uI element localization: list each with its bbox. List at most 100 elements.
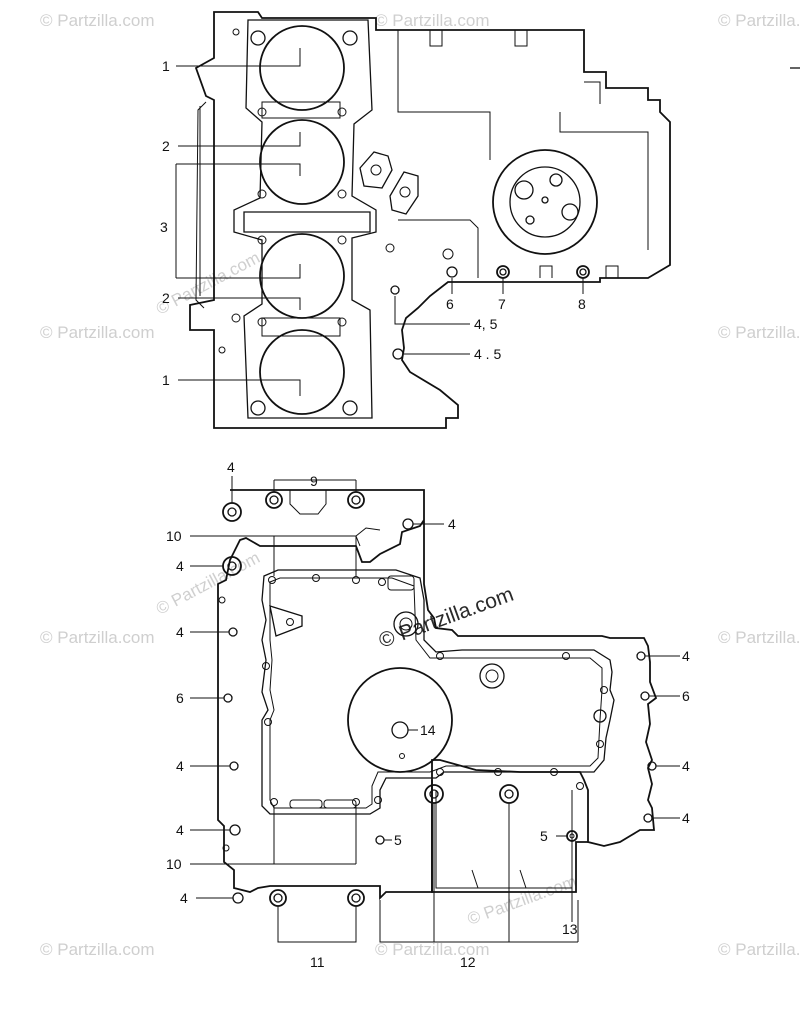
upper-crankcase-partition xyxy=(559,112,649,250)
bolt-position-11 xyxy=(347,889,365,907)
bolt-position-9 xyxy=(347,491,365,509)
gasket-hole xyxy=(270,798,278,806)
callout-4: 4 xyxy=(176,758,184,774)
gasket-hole xyxy=(596,740,604,748)
bolt-position-12-inner xyxy=(504,789,514,799)
cover-boss xyxy=(541,196,549,204)
oil-gasket-loop xyxy=(261,569,615,815)
filter-boss-inner xyxy=(485,669,499,683)
stud-hole xyxy=(257,189,267,199)
oil-gallery-triangle xyxy=(269,605,303,637)
cover-boss xyxy=(525,215,535,225)
leader-bracket-12 xyxy=(379,900,578,943)
cylinder-bore-2 xyxy=(259,119,345,205)
center-waist-rib xyxy=(243,211,371,233)
bolt-position-7-inner xyxy=(499,268,507,276)
case-notch xyxy=(539,265,553,278)
bolt-position-12 xyxy=(424,784,444,804)
bolt-position-9-inner xyxy=(351,495,361,505)
upper-crankcase-notch xyxy=(514,30,528,47)
filter-boss xyxy=(593,709,607,723)
stud-hole xyxy=(337,189,347,199)
callout-1: 1 xyxy=(162,372,170,388)
callout-11: 11 xyxy=(310,954,325,970)
callout-14: 14 xyxy=(420,722,436,738)
transmission-cover-inner xyxy=(509,166,581,238)
oil-pan-rib xyxy=(471,869,479,889)
drain-slot xyxy=(289,799,323,809)
oil-gasket-loop-inner xyxy=(269,577,603,809)
case-hole xyxy=(232,28,240,36)
bolt-position-12 xyxy=(499,784,519,804)
leader-line xyxy=(178,297,301,310)
lower-callouts: 4 9 4 10 4 4 6 4 4 10 4 5 14 4 6 4 4 5 1… xyxy=(166,459,690,970)
bolt-position-4 xyxy=(402,518,414,530)
bolt-position-8-inner xyxy=(579,268,587,276)
bolt-position-4-5 xyxy=(392,348,404,360)
upper-leader-lines xyxy=(175,48,584,396)
upper-crankcase xyxy=(189,11,800,429)
bolt-position-11 xyxy=(269,889,287,907)
watermark-text: © Partzilla.com xyxy=(40,940,155,959)
breather-flange xyxy=(389,171,419,215)
gasket-hole xyxy=(562,652,570,660)
lower-leader-lines xyxy=(190,476,680,943)
gasket-hole xyxy=(268,576,276,584)
gasket-hole xyxy=(494,768,502,776)
cover-boss xyxy=(561,203,579,221)
cylinder-bore-3 xyxy=(259,233,345,319)
bolt-position-4 xyxy=(229,761,239,771)
case-hole xyxy=(442,248,454,260)
watermark-text: © Partzilla.com xyxy=(375,940,490,959)
gasket-hole xyxy=(264,718,272,726)
callout-4: 4 xyxy=(176,558,184,574)
gasket-hole xyxy=(550,768,558,776)
watermark-text: © Partzilla.com xyxy=(375,11,490,30)
callout-10: 10 xyxy=(166,528,182,544)
callout-10: 10 xyxy=(166,856,182,872)
lower-oil-pan-outline xyxy=(431,780,588,893)
leader-bracket-11 xyxy=(277,906,357,943)
upper-callouts: 1 2 3 2 1 6 7 8 4, 5 4 . 5 xyxy=(160,58,586,388)
stud-hole xyxy=(342,400,358,416)
strainer-pin xyxy=(399,753,405,759)
breather-flange xyxy=(359,151,393,189)
case-hole xyxy=(231,313,241,323)
bolt-position-4 xyxy=(232,892,244,904)
cover-boss xyxy=(514,180,534,200)
leader-line xyxy=(178,379,301,396)
oil-pan-rib xyxy=(519,869,527,889)
stud-hole xyxy=(337,317,347,327)
gasket-hole xyxy=(312,574,320,582)
stud-hole xyxy=(337,107,347,117)
gasket-hole xyxy=(436,768,444,776)
bolt-position-9-inner xyxy=(269,495,279,505)
bolt-position-4-inner xyxy=(227,561,237,571)
gasket-hole xyxy=(576,782,584,790)
callout-7: 7 xyxy=(498,296,506,312)
callout-6: 6 xyxy=(176,690,184,706)
callout-8: 8 xyxy=(578,296,586,312)
callout-4: 4 xyxy=(682,648,690,664)
cylinder-bore-4 xyxy=(259,329,345,415)
bolt-position-5 xyxy=(375,835,385,845)
stud-hole xyxy=(342,30,358,46)
leader-line xyxy=(394,296,470,325)
bolt-position-6 xyxy=(223,693,233,703)
callout-9: 9 xyxy=(310,473,318,489)
callout-4: 4 xyxy=(180,890,188,906)
bolt-position-4 xyxy=(229,824,241,836)
bolt-position-4 xyxy=(222,502,242,522)
callout-6: 6 xyxy=(446,296,454,312)
callout-5: 5 xyxy=(540,828,548,844)
stud-hole xyxy=(257,317,267,327)
callout-13: 13 xyxy=(562,921,578,937)
callout-4: 4 xyxy=(448,516,456,532)
callout-4: 4 xyxy=(682,810,690,826)
gallery-hole xyxy=(286,618,294,626)
watermark-text: © Partzilla.com xyxy=(153,248,263,319)
callout-2: 2 xyxy=(162,138,170,154)
case-hole xyxy=(222,844,230,852)
drain-slot xyxy=(323,799,357,809)
